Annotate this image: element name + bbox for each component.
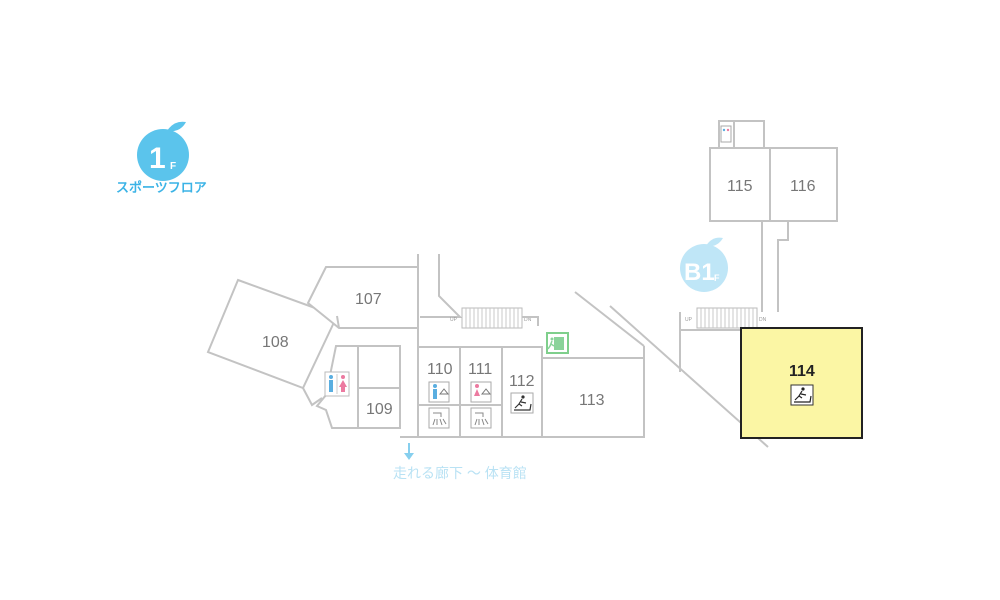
wall-segment xyxy=(302,387,323,407)
shower-icon xyxy=(470,407,492,429)
room-114-highlighted[interactable] xyxy=(740,327,863,439)
wall-segment xyxy=(522,316,539,326)
floor-name: スポーツフロア xyxy=(116,180,207,195)
wall-segment xyxy=(420,254,463,318)
stairs-down-label: DN xyxy=(524,317,532,323)
wall-segment xyxy=(574,291,645,347)
treadmill-icon xyxy=(510,392,534,414)
room-111-label: 111 xyxy=(468,361,492,378)
room-115-label: 115 xyxy=(727,178,753,195)
wall-segment xyxy=(777,221,789,312)
room-116[interactable] xyxy=(769,147,838,222)
room-116-label: 116 xyxy=(790,178,816,195)
floor-suffix: F xyxy=(170,161,176,172)
stairs-down-label: DN xyxy=(759,317,767,323)
floor-number: 1 xyxy=(149,142,166,175)
room-110-label: 110 xyxy=(427,361,453,378)
restroom-icon xyxy=(324,371,350,397)
stairs-east: UP DN xyxy=(685,307,767,329)
treadmill-icon xyxy=(790,384,814,406)
female-changing-icon xyxy=(470,381,492,403)
stairs-west: UP DN xyxy=(450,307,532,329)
room-107[interactable] xyxy=(306,266,419,329)
wall-segment xyxy=(336,315,340,329)
corridor-arrow-icon xyxy=(404,443,414,460)
room-114-label: 114 xyxy=(789,363,815,380)
floor-badge: 1 F スポーツフロア xyxy=(116,121,207,195)
room-113-label: 113 xyxy=(579,392,605,409)
stairs-up-label: UP xyxy=(685,317,693,323)
emergency-exit-icon xyxy=(546,332,569,354)
room-112[interactable] xyxy=(501,346,543,438)
stairs-up-label: UP xyxy=(450,317,458,323)
room-108-label: 108 xyxy=(262,334,289,351)
room-107-label: 107 xyxy=(355,291,382,308)
sub-floor-suffix: F xyxy=(714,273,720,283)
shower-icon xyxy=(428,407,450,429)
room-109[interactable] xyxy=(357,387,401,429)
sub-floor-badge: B1 F xyxy=(680,237,728,292)
male-changing-icon xyxy=(428,381,450,403)
room-109-label: 109 xyxy=(366,401,393,418)
elevator-icon xyxy=(720,125,732,143)
corridor-label: 走れる廊下 〜 体育館 xyxy=(393,465,527,481)
sub-floor-number: B1 xyxy=(684,259,715,286)
room-112-label: 112 xyxy=(509,373,535,390)
room-115[interactable] xyxy=(709,147,771,222)
